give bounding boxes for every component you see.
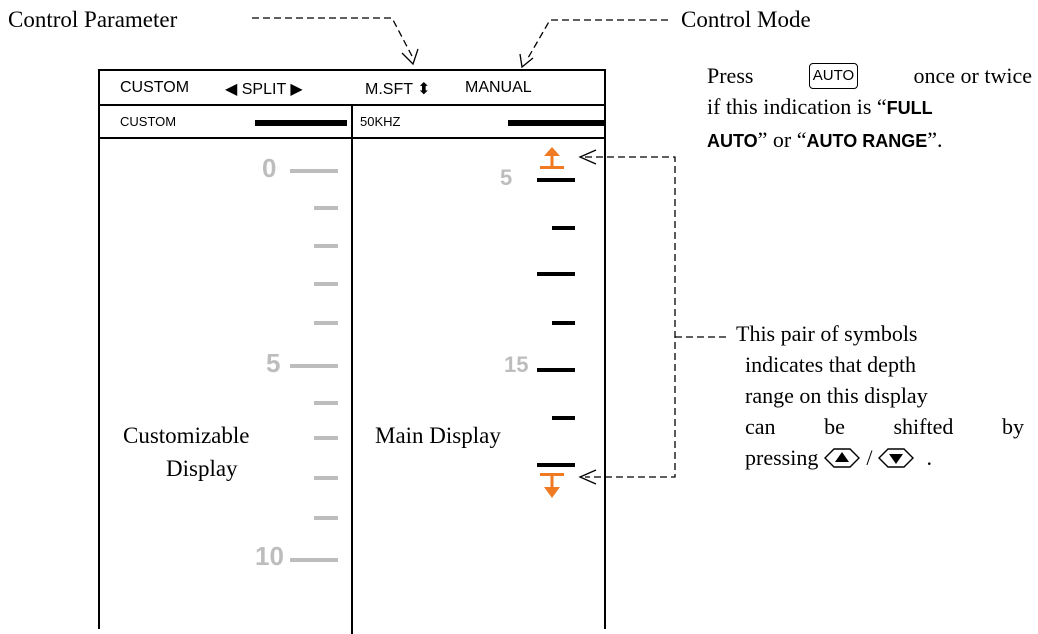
control-parameter-callout: Control Parameter bbox=[8, 7, 178, 32]
left-tick bbox=[314, 282, 338, 286]
right-tick bbox=[552, 226, 575, 230]
right-scale-15: 15 bbox=[504, 352, 529, 377]
shift-down-icon bbox=[540, 473, 564, 498]
left-scale-5: 5 bbox=[266, 348, 281, 378]
right-tick bbox=[537, 272, 575, 276]
up-arrow-key-icon bbox=[824, 447, 861, 468]
subheader-custom: CUSTOM bbox=[120, 114, 177, 129]
period: . bbox=[926, 445, 932, 470]
right-tick bbox=[552, 321, 575, 325]
auto-note-once: once or twice bbox=[913, 63, 1032, 88]
left-tick bbox=[314, 476, 338, 480]
right-tick bbox=[537, 368, 575, 372]
left-tick bbox=[290, 364, 338, 368]
left-tick bbox=[314, 401, 338, 405]
auto-note-or: ” or “ bbox=[757, 127, 807, 152]
auto-note-end: ”. bbox=[927, 127, 943, 152]
customizable-display-label-line2: Display bbox=[166, 456, 238, 481]
left-tick bbox=[314, 321, 338, 325]
left-scale-0: 0 bbox=[262, 153, 277, 183]
control-mode-callout: Control Mode bbox=[681, 7, 811, 32]
split-divider bbox=[351, 104, 353, 634]
main-display-label: Main Display bbox=[375, 423, 501, 448]
header-split: ◀ SPLIT ▶ bbox=[225, 81, 303, 98]
left-tick bbox=[314, 516, 338, 520]
header-msft: M.SFT ⬍ bbox=[365, 81, 431, 98]
custom-bar bbox=[255, 120, 347, 126]
header-custom: CUSTOM bbox=[120, 79, 190, 96]
symbols-note-line2: indicates that depth bbox=[745, 352, 917, 377]
subheader-frequency: 50KHZ bbox=[360, 114, 401, 129]
auto-note-full: FULL bbox=[886, 98, 933, 118]
auto-note: Press AUTO once or twice if this indicat… bbox=[707, 60, 1032, 157]
symbols-note-line4: can be shifted by bbox=[736, 411, 1024, 442]
auto-note-auto: AUTO bbox=[707, 131, 758, 151]
symbols-note: This pair of symbols indicates that dept… bbox=[736, 318, 1024, 473]
right-tick bbox=[537, 178, 575, 182]
symbols-note-line3: range on this display bbox=[745, 383, 928, 408]
right-tick bbox=[552, 416, 575, 420]
left-tick bbox=[290, 169, 338, 173]
sounder-screen: CUSTOM ◀ SPLIT ▶ M.SFT ⬍ MANUAL CUSTOM 5… bbox=[98, 69, 606, 634]
auto-note-auto-range: AUTO RANGE bbox=[806, 131, 928, 151]
down-arrow-key-icon bbox=[878, 447, 915, 468]
auto-note-press: Press bbox=[707, 63, 754, 88]
right-tick bbox=[537, 463, 575, 467]
word-by: by bbox=[1001, 414, 1024, 439]
left-tick bbox=[314, 436, 338, 440]
shift-up-icon bbox=[540, 147, 564, 169]
frequency-bar bbox=[508, 120, 604, 126]
callout-lines bbox=[252, 17, 730, 485]
auto-key-icon: AUTO bbox=[808, 62, 859, 89]
right-scale-5: 5 bbox=[500, 165, 513, 190]
symbols-note-line5: pressing / . bbox=[736, 442, 1024, 473]
header-mode: MANUAL bbox=[465, 79, 532, 96]
customizable-display-label-line1: Customizable bbox=[123, 423, 250, 448]
word-shifted: shifted bbox=[893, 414, 954, 439]
left-tick bbox=[314, 244, 338, 248]
word-be: be bbox=[824, 414, 845, 439]
auto-note-if: if this indication is “ bbox=[707, 94, 887, 119]
slash: / bbox=[866, 445, 873, 470]
left-tick bbox=[290, 558, 338, 562]
word-can: can bbox=[745, 414, 776, 439]
left-scale-10: 10 bbox=[255, 541, 284, 571]
left-tick bbox=[314, 206, 338, 210]
symbols-note-line1: This pair of symbols bbox=[736, 321, 918, 346]
word-pressing: pressing bbox=[745, 445, 819, 470]
